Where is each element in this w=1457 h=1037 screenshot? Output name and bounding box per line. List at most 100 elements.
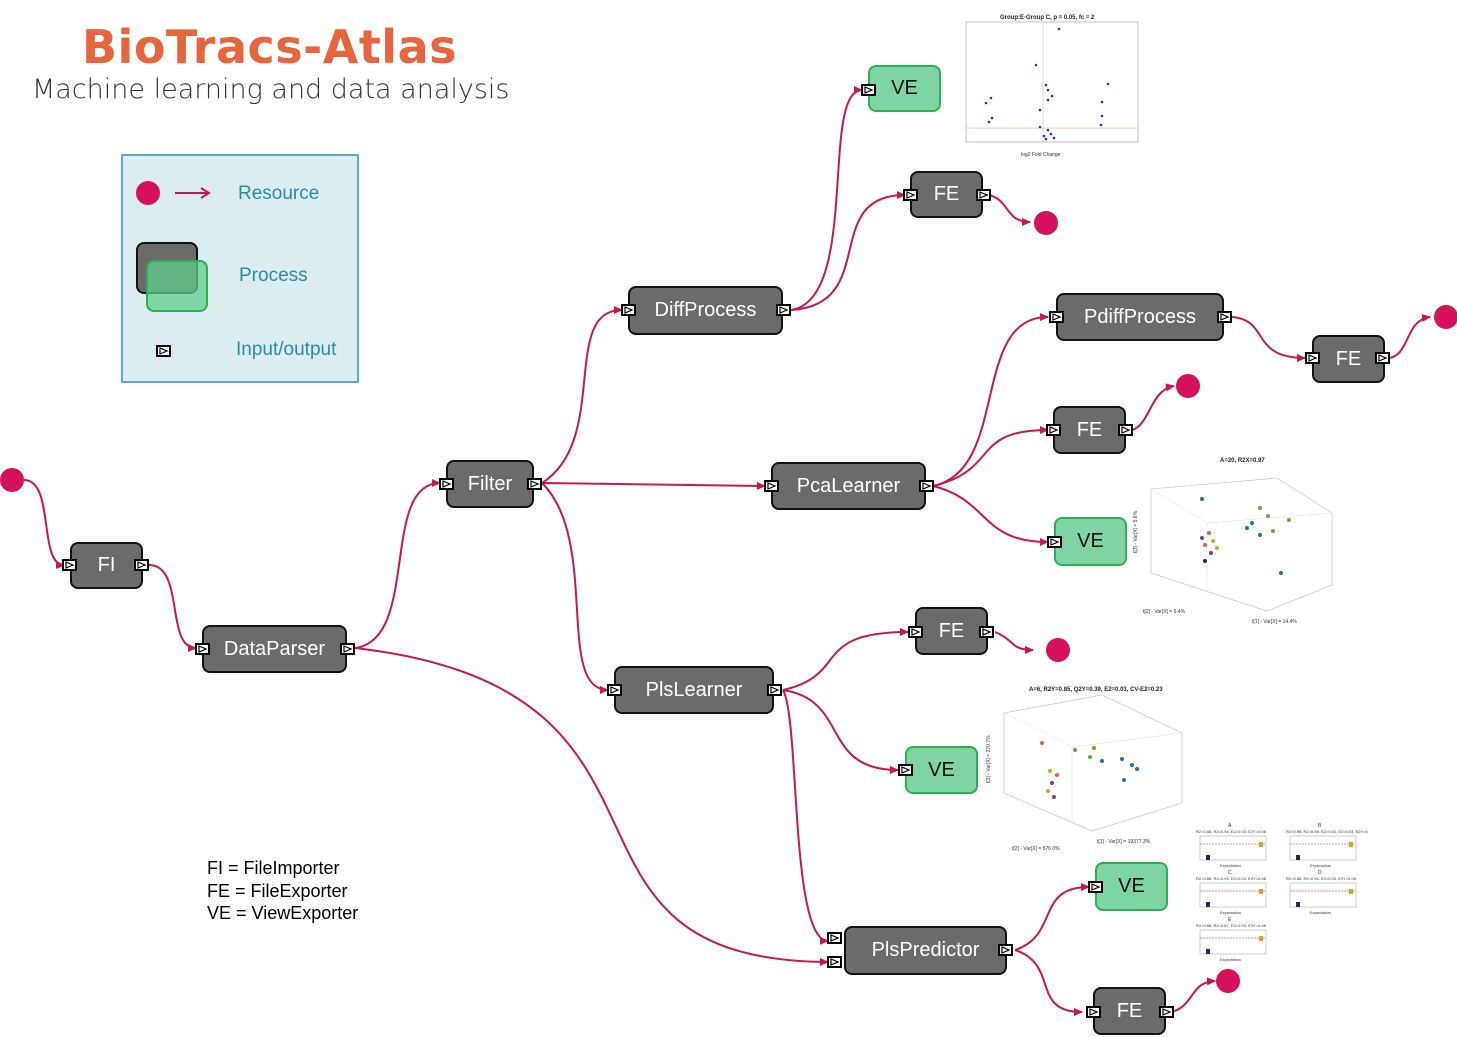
pred-point-cluster [1349, 889, 1353, 894]
io-port-icon[interactable] [1118, 424, 1133, 436]
node-fe-pca[interactable]: FE [1053, 406, 1126, 454]
node-fe-diff[interactable]: FE [910, 171, 983, 218]
edge-fe-resource-1 [988, 194, 1031, 226]
node-label: FE [1116, 999, 1143, 1022]
io-port-icon[interactable] [1217, 311, 1232, 323]
legend-resource-icon [136, 181, 160, 205]
io-port-icon[interactable] [976, 189, 991, 201]
node-pdiffprocess[interactable]: PdiffProcess [1056, 293, 1224, 341]
pred-xlabel: Expectation [1220, 910, 1241, 915]
edge-source-fi [23, 479, 65, 569]
edge-pcalearner-pdiffprocess [932, 313, 1049, 487]
pred-point-cluster [1259, 889, 1263, 894]
pca-zlabel: t[3] - Var[X] = 5.6% [1133, 510, 1139, 553]
abbreviation-list: FI = FileImporter FE = FileExporter VE =… [207, 857, 358, 925]
node-plspredictor[interactable]: PlsPredictor [844, 926, 1007, 975]
node-fe-pred[interactable]: FE [1093, 987, 1166, 1035]
io-port-icon[interactable] [764, 480, 779, 492]
pred-panel-frame [1199, 882, 1267, 908]
node-plslearner[interactable]: PlsLearner [614, 666, 774, 714]
pred-panel-title: E [1228, 917, 1232, 923]
legend-process-label: Process [239, 265, 308, 286]
io-port-icon[interactable] [607, 684, 622, 696]
io-port-icon[interactable] [1049, 311, 1064, 323]
node-fileimporter[interactable]: FI [70, 542, 143, 589]
node-ve-diff[interactable]: VE [868, 65, 941, 112]
node-ve-pca[interactable]: VE [1054, 517, 1127, 566]
pred-panel-title: C [1228, 870, 1232, 876]
edge-diffprocess-fe [790, 191, 906, 311]
app-subtitle: Machine learning and data analysis [32, 74, 510, 105]
io-port-icon[interactable] [827, 956, 842, 968]
pred-point-cluster [1296, 902, 1300, 907]
io-port-icon[interactable] [1046, 424, 1061, 436]
pls-ylabel: t[2] - Var[X] = 576.0% [1012, 846, 1060, 852]
io-port-icon[interactable] [776, 304, 791, 316]
node-label: VE [891, 77, 918, 99]
pred-panel-frame [1289, 882, 1357, 908]
node-label: Filter [467, 472, 513, 495]
pca-xlabel: t[1] - Var[X] = 14.4% [1252, 619, 1297, 625]
pred-point-cluster [1349, 842, 1353, 847]
io-port-icon[interactable] [1305, 352, 1320, 364]
pca-title: A=20, R2X=0.97 [1220, 458, 1265, 464]
edge-plsfe-resource [994, 631, 1034, 654]
pls-title: A=6, R2Y=0.85, Q2Y=0.39, E2=0.03, CV-E2=… [1029, 687, 1163, 693]
io-port-icon[interactable] [898, 764, 913, 776]
io-port-icon[interactable] [134, 559, 149, 571]
io-port-icon[interactable] [998, 944, 1013, 956]
pls-zlabel: t[3] - Var[X] = 270.7% [986, 735, 992, 783]
source-resource [0, 468, 24, 492]
io-port-icon[interactable] [861, 84, 876, 96]
legend-arrow-icon [175, 187, 211, 199]
io-port-icon[interactable] [919, 480, 934, 492]
node-fe-pdiff[interactable]: FE [1312, 335, 1385, 383]
edge-pcalearner-fe [932, 426, 1049, 487]
node-diffprocess[interactable]: DiffProcess [628, 286, 783, 335]
io-port-icon[interactable] [195, 643, 210, 655]
io-port-icon[interactable] [527, 478, 542, 490]
node-pcalearner[interactable]: PcaLearner [771, 462, 926, 510]
legend-panel: Resource Process Input/output [121, 154, 359, 383]
io-port-icon[interactable] [767, 684, 782, 696]
pred-panel-stats: R2=0.88, R2=0.87, E2=0.03, E2Y=0.08 [1196, 923, 1267, 928]
node-fe-pls[interactable]: FE [915, 607, 988, 655]
io-port-icon[interactable] [1088, 881, 1103, 893]
legend-view-icon [146, 260, 208, 312]
io-port-icon[interactable] [340, 643, 355, 655]
io-port-icon[interactable] [439, 478, 454, 490]
pred-point-cluster [1206, 902, 1210, 907]
node-label: DiffProcess [654, 299, 757, 321]
pred-xlabel: Expectation [1310, 863, 1331, 868]
node-dataparser[interactable]: DataParser [202, 625, 347, 673]
io-port-icon[interactable] [1086, 1006, 1101, 1018]
legend-io-label: Input/output [236, 339, 337, 360]
io-port-icon[interactable] [62, 559, 77, 571]
io-port-icon[interactable] [621, 304, 636, 316]
io-port-icon[interactable] [1159, 1006, 1174, 1018]
pca-ylabel: t[2] - Var[X] = 6.4% [1143, 609, 1186, 615]
io-port-icon[interactable] [1375, 352, 1390, 364]
pred-point-cluster [1206, 949, 1210, 954]
io-port-icon[interactable] [1047, 536, 1062, 548]
node-ve-pred[interactable]: VE [1095, 862, 1168, 911]
edge-fi-dataparser [148, 564, 197, 652]
io-port-icon[interactable] [903, 189, 918, 201]
pred-panel-frame [1199, 835, 1267, 861]
io-port-icon[interactable] [979, 626, 994, 638]
node-ve-pls[interactable]: VE [905, 746, 978, 794]
pred-panel-frame [1289, 835, 1357, 861]
edge-plslearner-plspredictor [782, 689, 829, 945]
edge-dataparser-plspredictor [354, 647, 829, 966]
io-port-icon[interactable] [908, 626, 923, 638]
node-label: PlsPredictor [871, 939, 980, 961]
node-filter[interactable]: Filter [446, 460, 534, 508]
pred-point-cluster [1259, 936, 1263, 941]
edge-pcafe-resource [1131, 383, 1175, 431]
abbrev-fi: FI = FileImporter [207, 858, 340, 878]
edge-fe-resource-2 [1388, 313, 1431, 359]
pred-panel-title: B [1318, 823, 1322, 829]
io-port-icon[interactable] [827, 932, 842, 944]
output-resource-pls [1046, 638, 1070, 662]
